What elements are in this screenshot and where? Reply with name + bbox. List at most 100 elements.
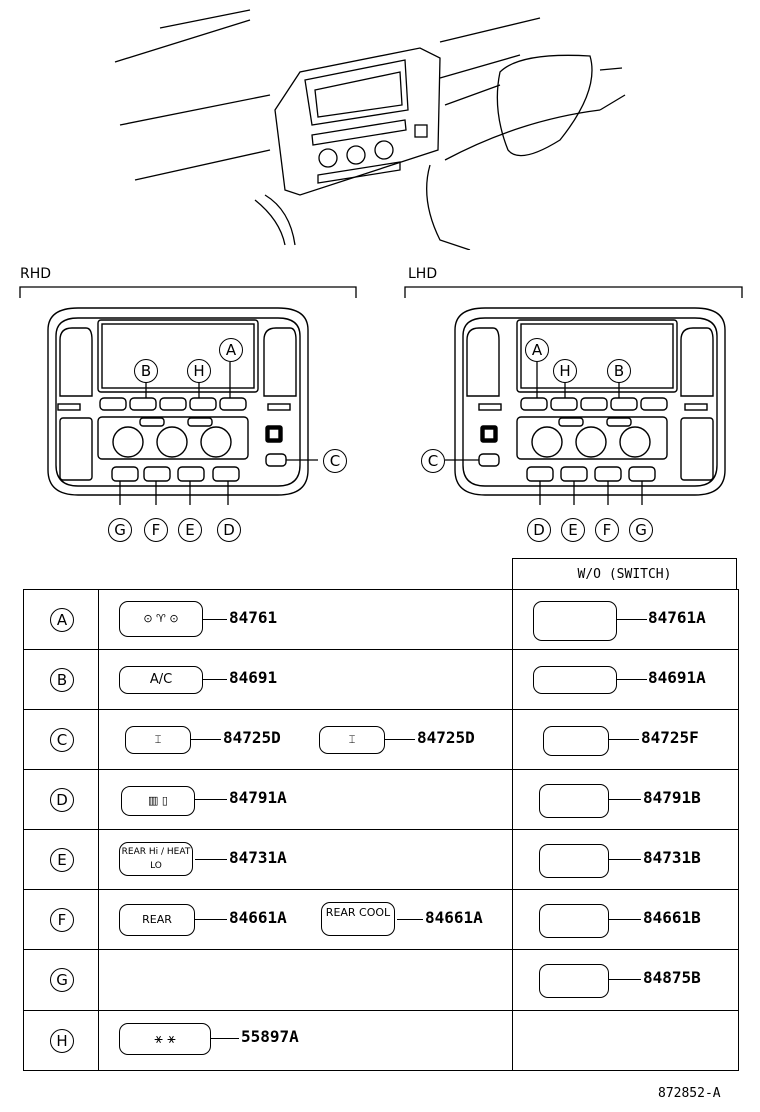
key-cell: F (23, 889, 99, 950)
key-cell: B (23, 649, 99, 710)
part-number: 84761 (229, 608, 278, 627)
key-cell: D (23, 769, 99, 830)
wo-switch-header-text: W/O (SWITCH) (577, 567, 672, 582)
parts-cell: ▥ ▯ 84791A (98, 769, 513, 830)
part-e-switch[interactable]: REAR Hi / HEAT LO (119, 842, 193, 876)
lhd-callout-c: C (421, 449, 445, 473)
part-number: 84731A (229, 848, 287, 867)
part-f-switch-1[interactable]: REAR (119, 904, 195, 936)
row-key: B (50, 668, 74, 692)
table-row: G 84875B (23, 949, 739, 1011)
lhd-label: LHD (408, 266, 438, 282)
row-key: G (50, 968, 74, 992)
rhd-callout-b: B (134, 359, 158, 383)
layout-brackets (19, 286, 743, 298)
part-a-switch[interactable]: ⊙ ♈ ⊙ (119, 601, 203, 637)
leader (609, 979, 641, 980)
rhd-callout-c: C (323, 449, 347, 473)
leader (617, 619, 647, 620)
key-cell: A (23, 589, 99, 650)
leader (211, 1038, 239, 1039)
wo-switch-header: W/O (SWITCH) (512, 558, 737, 589)
lhd-control-panel (445, 307, 726, 505)
part-number: 84691 (229, 668, 278, 687)
alt-part-number: 84791B (643, 788, 701, 807)
leader (195, 919, 227, 920)
part-d-switch[interactable]: ▥ ▯ (121, 786, 195, 816)
table-row: B A/C 84691 84691A (23, 649, 739, 710)
row-key: E (50, 848, 74, 872)
row-key: A (50, 608, 74, 632)
part-number: 84661A (229, 908, 287, 927)
part-f-switch-2[interactable]: REAR COOL (321, 902, 395, 936)
table-row: H ⚹ ⚹ 55897A (23, 1010, 739, 1071)
lhd-callout-g: G (629, 518, 653, 542)
leader (195, 859, 227, 860)
alt-part-number: 84661B (643, 908, 701, 927)
part-number: 55897A (241, 1027, 299, 1046)
blank-panel[interactable] (533, 666, 617, 694)
row-key: H (50, 1029, 74, 1053)
alt-part-number: 84725F (641, 728, 699, 747)
alt-cell: 84791B (512, 769, 739, 830)
part-e-label: REAR Hi / HEAT LO (121, 847, 191, 871)
row-key: C (50, 728, 74, 752)
leader (191, 739, 221, 740)
leader (203, 619, 227, 620)
blank-panel[interactable] (543, 726, 609, 756)
part-c-switch-1[interactable]: ⌶ (125, 726, 191, 754)
alt-part-number: 84761A (648, 608, 706, 627)
rhd-callout-h: H (187, 359, 211, 383)
part-number: 84661A (425, 908, 483, 927)
leader (203, 679, 227, 680)
blank-panel[interactable] (539, 904, 609, 938)
parts-cell (98, 949, 513, 1011)
parts-table: A ⊙ ♈ ⊙ 84761 84761A B A/C 84691 84691 A … (23, 589, 739, 1071)
part-h-switch[interactable]: ⚹ ⚹ (119, 1023, 211, 1055)
part-b-label: A/C (149, 672, 173, 687)
part-d-icon: ▥ ▯ (148, 794, 168, 807)
part-h-icons: ⚹ ⚹ (154, 1031, 176, 1047)
blank-panel[interactable] (539, 844, 609, 878)
key-cell: G (23, 949, 99, 1011)
leader (385, 739, 415, 740)
leader (397, 919, 423, 920)
leader (609, 919, 641, 920)
part-c-switch-2[interactable]: ⌶ (319, 726, 385, 754)
table-row: E REAR Hi / HEAT LO 84731A 84731B (23, 829, 739, 890)
part-f-label-2: REAR COOL (325, 906, 391, 919)
table-row: A ⊙ ♈ ⊙ 84761 84761A (23, 589, 739, 650)
alt-cell: 84725F (512, 709, 739, 770)
table-row: C ⌶ 84725D ⌶ 84725D 84725F (23, 709, 739, 770)
alt-cell: 84661B (512, 889, 739, 950)
parts-cell: REAR Hi / HEAT LO 84731A (98, 829, 513, 890)
parts-cell: ⊙ ♈ ⊙ 84761 (98, 589, 513, 650)
alt-cell: 84875B (512, 949, 739, 1011)
parts-cell: REAR 84661A REAR COOL 84661A (98, 889, 513, 950)
leader (609, 799, 641, 800)
blank-panel[interactable] (539, 964, 609, 998)
alt-cell: 84691A (512, 649, 739, 710)
lhd-callout-a: A (525, 338, 549, 362)
lhd-callout-f: F (595, 518, 619, 542)
table-row: D ▥ ▯ 84791A 84791B (23, 769, 739, 830)
blank-panel[interactable] (539, 784, 609, 818)
part-b-switch[interactable]: A/C (119, 666, 203, 694)
lhd-callout-e: E (561, 518, 585, 542)
blank-panel[interactable] (533, 601, 617, 641)
lhd-callout-d: D (527, 518, 551, 542)
part-f-label-1: REAR (142, 913, 172, 926)
rhd-callout-f: F (144, 518, 168, 542)
part-number: 84725D (223, 728, 281, 747)
lhd-callout-b: B (607, 359, 631, 383)
rhd-label: RHD (20, 266, 52, 282)
parts-cell: A/C 84691 (98, 649, 513, 710)
part-c-icon-1: ⌶ (154, 733, 162, 746)
rhd-callout-a: A (219, 338, 243, 362)
rhd-callout-e: E (178, 518, 202, 542)
key-cell: C (23, 709, 99, 770)
rhd-callout-d: D (217, 518, 241, 542)
key-cell: E (23, 829, 99, 890)
part-number: 84791A (229, 788, 287, 807)
figure-code: 872852-A (658, 1086, 721, 1101)
